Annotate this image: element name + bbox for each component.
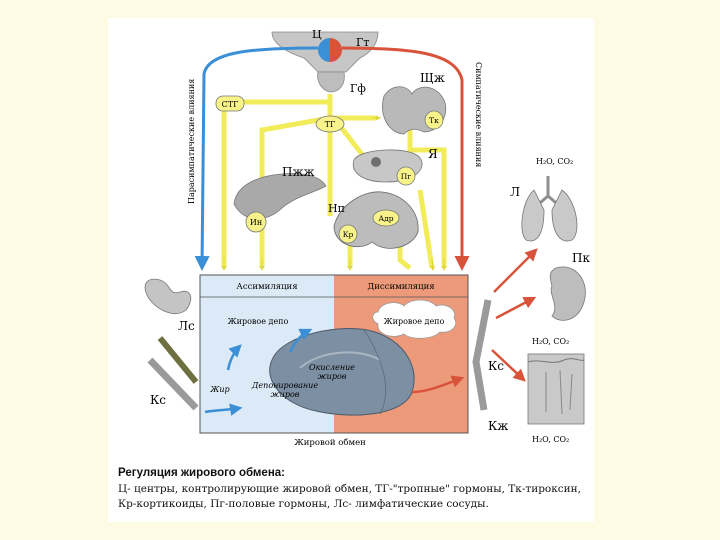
deposition-label-1: Депонирование bbox=[251, 381, 318, 390]
blood-vessel-right bbox=[472, 299, 492, 411]
lymph-vessels-shape bbox=[144, 278, 192, 314]
lung-left bbox=[521, 189, 545, 242]
center-label: Ц bbox=[312, 28, 322, 41]
gonad-label: Я bbox=[428, 147, 438, 161]
gf-label: Гф bbox=[350, 82, 366, 95]
svg-text:ТГ: ТГ bbox=[325, 120, 336, 129]
kidney-products: H₂O, CO₂ bbox=[532, 337, 569, 346]
kidney-label: Пк bbox=[572, 251, 590, 265]
caption-line-2: Кр-кортикоиды, Пг-половые гормоны, Лс- л… bbox=[118, 498, 489, 510]
adrenal-label: Нп bbox=[328, 202, 345, 215]
parasympathetic-path bbox=[194, 46, 319, 271]
hormone-arrowheads bbox=[221, 115, 447, 271]
parasympathetic-label: Парасимпатические влияния bbox=[187, 79, 196, 204]
blood-vessel-left-label: Кс bbox=[150, 393, 166, 407]
skin-glands bbox=[545, 369, 573, 415]
blood-vessel-left bbox=[147, 357, 199, 411]
lungs-label: Л bbox=[510, 185, 520, 199]
blood-vessel-right-label: Кс bbox=[488, 359, 504, 373]
center-sympathetic bbox=[330, 38, 342, 62]
deposition-label-2: жиров bbox=[271, 390, 300, 399]
dissimilation-label: Диссимиляция bbox=[367, 282, 434, 292]
tg-node: ТГ bbox=[315, 115, 345, 133]
to-kidney-arrow bbox=[495, 296, 537, 320]
gonad-follicle bbox=[371, 157, 381, 167]
svg-text:СТГ: СТГ bbox=[222, 100, 239, 109]
svg-text:Тк: Тк bbox=[429, 116, 439, 125]
assimilation-label: Ассимиляция bbox=[236, 282, 297, 292]
oxidation-arrow bbox=[411, 375, 465, 394]
in-node: Ин bbox=[245, 211, 267, 233]
caption-title: Регуляция жирового обмена: bbox=[118, 467, 285, 479]
skin-surface bbox=[527, 358, 585, 363]
tk-node: Тк bbox=[424, 110, 444, 130]
sympathetic-path bbox=[341, 46, 470, 271]
sympathetic-label: Симпатические влияния bbox=[474, 62, 483, 167]
skin-label: Кж bbox=[488, 419, 508, 433]
fat-depot-left-label: Жировое депо bbox=[228, 317, 289, 326]
to-skin-arrow bbox=[491, 349, 526, 382]
lung-right bbox=[551, 189, 578, 242]
svg-text:Ин: Ин bbox=[250, 218, 262, 227]
fat-label: Жир bbox=[209, 385, 229, 394]
to-lungs-arrow bbox=[493, 248, 538, 293]
fat-exchange-label: Жировой обмен bbox=[294, 437, 366, 448]
oxidation-label-1: Окисление bbox=[309, 363, 355, 372]
pituitary-shape bbox=[317, 71, 345, 93]
caption-line-1: Ц- центры, контролирующие жировой обмен,… bbox=[118, 483, 582, 495]
adipose-fold bbox=[363, 329, 387, 415]
gt-label: Гт bbox=[356, 36, 369, 49]
skin-products: H₂O, CO₂ bbox=[532, 435, 569, 444]
deposition-arrow bbox=[226, 344, 242, 371]
lymph-duct bbox=[157, 336, 199, 384]
svg-text:Адр: Адр bbox=[378, 214, 393, 223]
metabolism-box bbox=[199, 274, 469, 434]
stg-node: СТГ bbox=[215, 95, 245, 112]
pg-node: Пг bbox=[396, 166, 416, 186]
kidney-shape bbox=[549, 266, 586, 321]
pancreas-shape bbox=[233, 173, 327, 220]
depot-arrow bbox=[288, 328, 313, 353]
adr-node: Адр bbox=[372, 209, 400, 227]
fat-depot-right-label: Жировое депо bbox=[384, 317, 445, 326]
pancreas-label: Пжж bbox=[282, 165, 315, 179]
lymph-label: Лс bbox=[178, 319, 195, 333]
oxidation-label-2: жиров bbox=[318, 372, 347, 381]
kr-node: Кр bbox=[338, 224, 358, 244]
svg-text:Пг: Пг bbox=[401, 172, 412, 181]
thyroid-label: Щж bbox=[420, 71, 445, 85]
fat-intake-arrow bbox=[204, 403, 243, 416]
svg-text:Кр: Кр bbox=[343, 230, 354, 239]
center-parasympathetic bbox=[318, 38, 330, 62]
adipose-highlight bbox=[299, 351, 381, 369]
lungs-products: H₂O, CO₂ bbox=[536, 157, 573, 166]
skin-section bbox=[527, 353, 585, 425]
fat-depot-cloud-right bbox=[372, 299, 457, 339]
